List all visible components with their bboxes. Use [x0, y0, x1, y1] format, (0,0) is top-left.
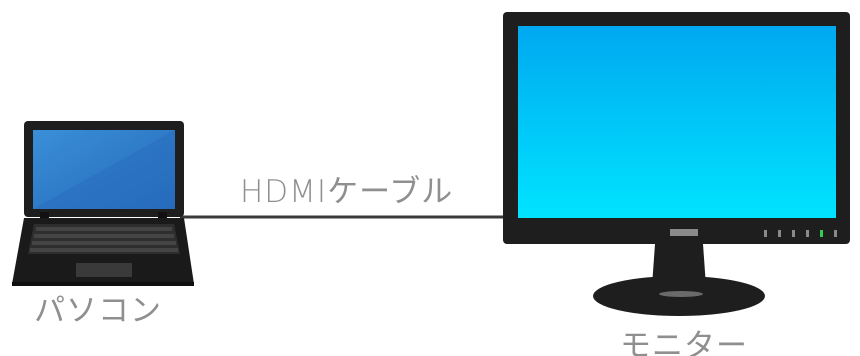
- monitor-label: モニター: [620, 328, 748, 356]
- hdmi-cable-label: HDMIケーブル: [240, 174, 454, 210]
- laptop-icon: [12, 121, 194, 286]
- monitor-icon: [503, 12, 850, 316]
- power-led: [820, 230, 823, 237]
- laptop-label: パソコン: [34, 293, 162, 329]
